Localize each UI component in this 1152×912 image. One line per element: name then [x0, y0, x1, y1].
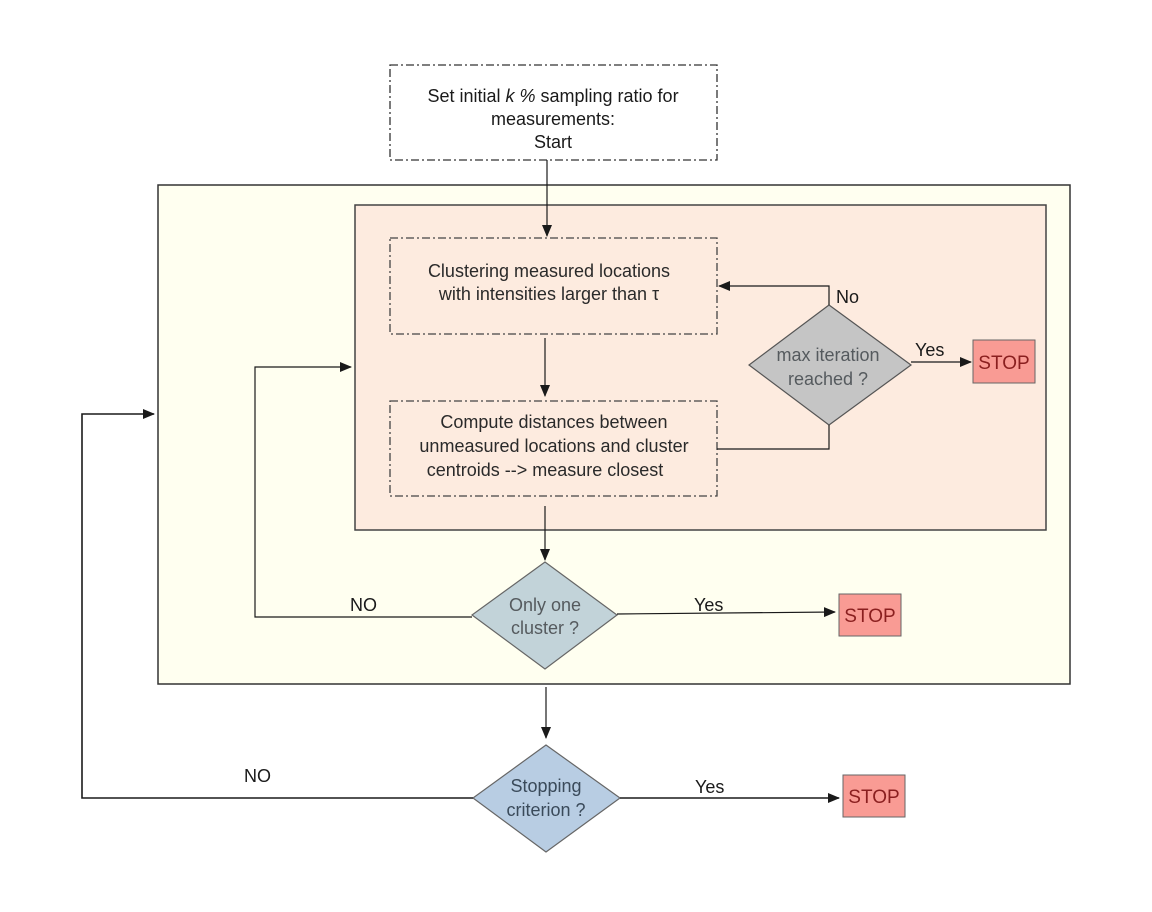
arrow-only-one-cluster-yes	[616, 607, 836, 618]
start-box-line3: Start	[534, 132, 572, 152]
stopping-criterion-no-label: NO	[244, 766, 271, 786]
only-one-cluster-yes-label: Yes	[694, 595, 723, 615]
arrow-stopping-criterion-no	[81, 409, 473, 799]
stop-label-middle: STOP	[844, 606, 895, 627]
arrow-max-iteration-no	[718, 281, 830, 305]
stopping-criterion-yes-label: Yes	[695, 777, 724, 797]
connector-distances-to-max-iteration	[717, 425, 830, 450]
compute-distances-line3: centroids --> measure closest	[427, 460, 664, 480]
start-box	[389, 64, 718, 161]
stop-label-inner: STOP	[978, 353, 1029, 374]
only-one-cluster-decision	[470, 561, 619, 670]
start-box-line1: Set initial k % sampling ratio for	[427, 86, 678, 106]
max-iteration-line1: max iteration	[776, 345, 879, 365]
stop-box-middle	[838, 593, 902, 637]
only-one-cluster-line2: cluster ?	[511, 618, 579, 638]
stop-box-inner	[972, 339, 1036, 384]
only-one-cluster-no-label: NO	[350, 595, 377, 615]
clustering-box-line2: with intensities larger than τ	[438, 284, 659, 304]
clustering-box-line1: Clustering measured locations	[428, 261, 670, 281]
only-one-cluster-line1: Only one	[509, 595, 581, 615]
clustering-box	[389, 237, 718, 335]
compute-distances-box	[389, 400, 718, 497]
compute-distances-line1: Compute distances between	[440, 412, 667, 432]
max-iteration-line2: reached ?	[788, 369, 868, 389]
max-iteration-yes-label: Yes	[915, 340, 944, 360]
stop-label-outer: STOP	[848, 787, 899, 808]
arrow-only-one-cluster-no	[254, 362, 472, 618]
stopping-criterion-line2: criterion ?	[506, 800, 585, 820]
start-box-line2: measurements:	[491, 109, 615, 129]
stopping-criterion-decision	[471, 744, 622, 853]
max-iteration-no-label: No	[836, 287, 859, 307]
compute-distances-line2: unmeasured locations and cluster	[419, 436, 688, 456]
stop-box-outer	[842, 774, 906, 818]
stopping-criterion-line1: Stopping	[510, 776, 581, 796]
